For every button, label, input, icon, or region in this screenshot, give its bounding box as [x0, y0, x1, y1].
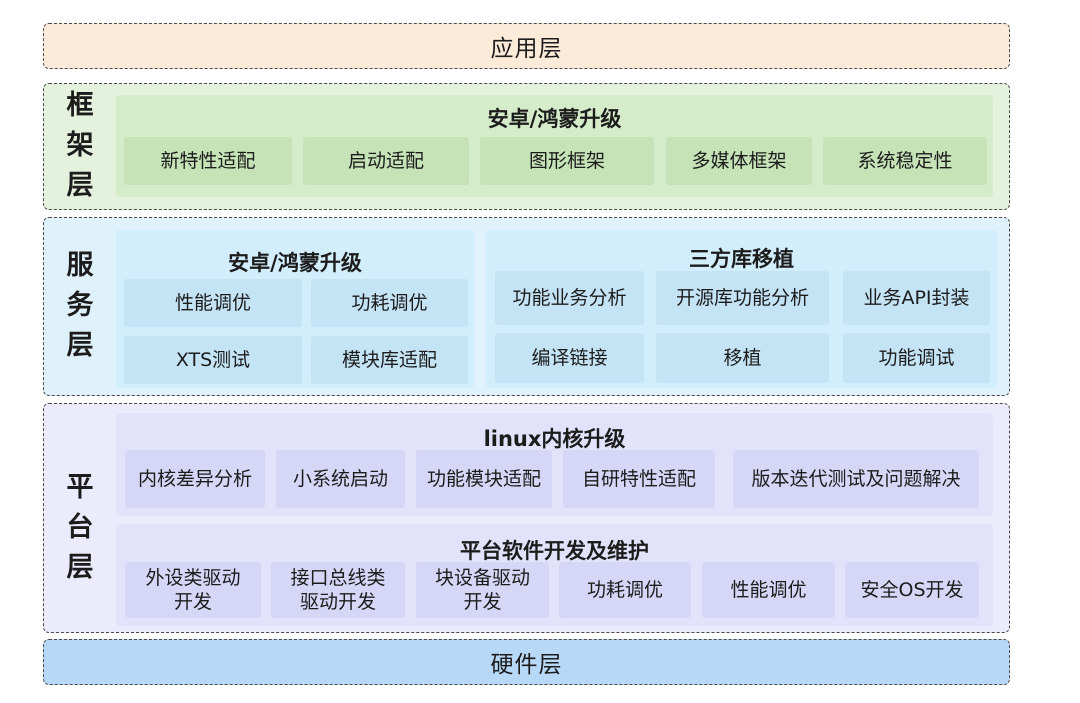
platform-software-item: 外设类驱动 开发	[125, 562, 261, 618]
framework-layer: 框 架 层 安卓/鸿蒙升级 新特性适配 启动适配 图形框架 多媒体框架 系统稳定…	[43, 83, 1010, 210]
kernel-item: 内核差异分析	[125, 450, 265, 508]
service-upgrade-panel: 安卓/鸿蒙升级 性能调优 功耗调优 XTS测试 模块库适配	[116, 230, 474, 388]
third-party-item: 功能业务分析	[495, 271, 644, 325]
third-party-item: 编译链接	[495, 333, 644, 383]
platform-software-title: 平台软件开发及维护	[460, 539, 649, 563]
service-layer-label: 服 务 层	[66, 250, 94, 361]
framework-item: 系统稳定性	[823, 137, 987, 185]
service-layer: 服 务 层 安卓/鸿蒙升级 性能调优 功耗调优 XTS测试 模块库适配 三方库移…	[43, 217, 1010, 396]
platform-software-panel: 平台软件开发及维护 外设类驱动 开发 接口总线类 驱动开发 块设备驱动 开发 功…	[116, 524, 993, 626]
service-upgrade-title: 安卓/鸿蒙升级	[228, 251, 362, 275]
third-party-lib-panel: 三方库移植 功能业务分析 开源库功能分析 业务API封装 编译链接 移植 功能调…	[486, 230, 997, 388]
framework-item: 多媒体框架	[666, 137, 812, 185]
framework-item: 启动适配	[303, 137, 469, 185]
app-layer: 应用层	[43, 23, 1010, 69]
platform-software-item: 块设备驱动 开发	[416, 562, 549, 618]
hardware-layer: 硬件层	[43, 639, 1010, 685]
service-upgrade-item: 性能调优	[124, 279, 302, 327]
service-upgrade-item: 功耗调优	[311, 279, 468, 327]
platform-software-item: 安全OS开发	[845, 562, 979, 618]
service-upgrade-item: 模块库适配	[311, 336, 468, 384]
framework-panel-title: 安卓/鸿蒙升级	[487, 107, 622, 131]
kernel-item: 功能模块适配	[416, 450, 552, 508]
platform-layer-label: 平 台 层	[66, 471, 94, 583]
framework-layer-label: 框 架 层	[66, 90, 94, 201]
framework-upgrade-panel: 安卓/鸿蒙升级 新特性适配 启动适配 图形框架 多媒体框架 系统稳定性	[116, 95, 993, 197]
kernel-upgrade-panel: linux内核升级 内核差异分析 小系统启动 功能模块适配 自研特性适配 版本迭…	[116, 413, 993, 516]
kernel-item: 自研特性适配	[563, 450, 715, 508]
hardware-layer-label: 硬件层	[490, 652, 563, 678]
platform-software-item: 性能调优	[702, 562, 835, 618]
platform-software-item: 功耗调优	[559, 562, 691, 618]
kernel-upgrade-title: linux内核升级	[483, 427, 626, 451]
framework-item: 图形框架	[480, 137, 654, 185]
kernel-item: 版本迭代测试及问题解决	[733, 450, 979, 508]
third-party-item: 业务API封装	[843, 271, 990, 325]
kernel-item: 小系统启动	[276, 450, 405, 508]
third-party-item: 移植	[656, 333, 829, 383]
third-party-item: 开源库功能分析	[656, 271, 829, 325]
third-party-lib-title: 三方库移植	[689, 247, 794, 271]
third-party-item: 功能调试	[843, 333, 990, 383]
framework-item: 新特性适配	[124, 137, 292, 185]
app-layer-label: 应用层	[490, 36, 563, 62]
service-upgrade-item: XTS测试	[124, 336, 302, 384]
platform-layer: 平 台 层 linux内核升级 内核差异分析 小系统启动 功能模块适配 自研特性…	[43, 403, 1010, 633]
platform-software-item: 接口总线类 驱动开发	[271, 562, 405, 618]
